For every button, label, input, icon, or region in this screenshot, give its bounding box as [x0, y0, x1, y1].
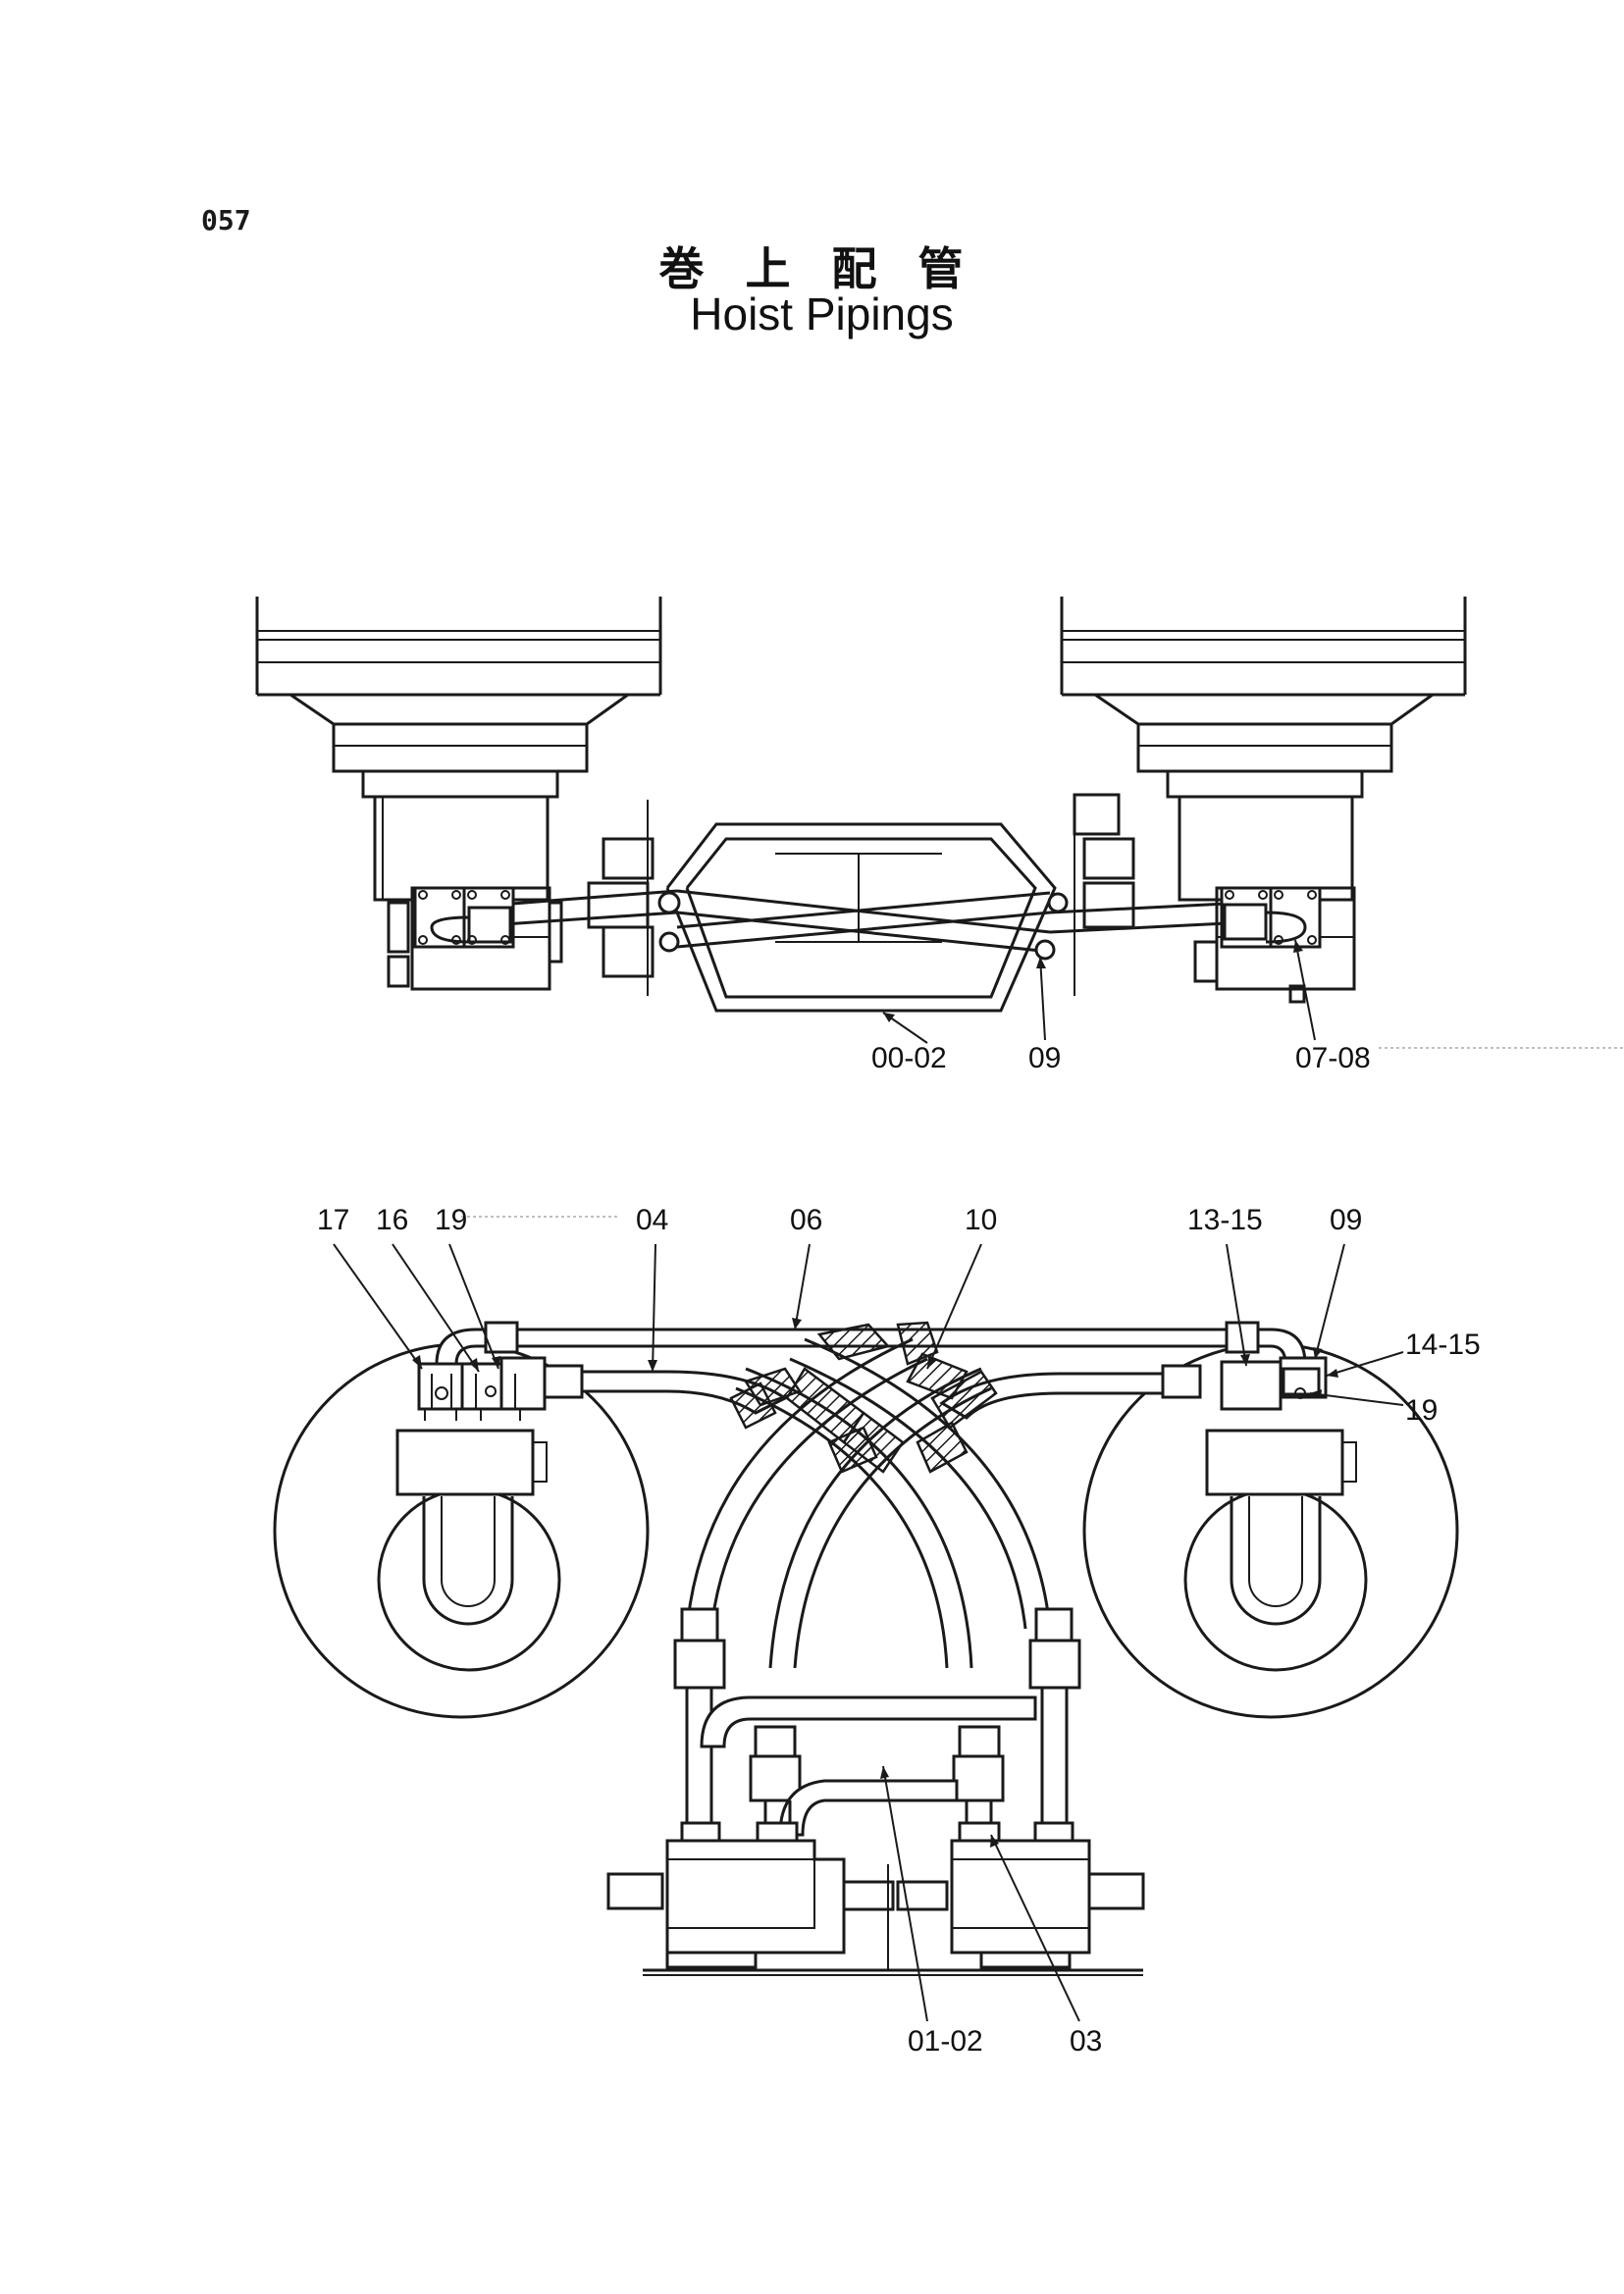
label-17: 17 [317, 1204, 349, 1236]
label-19-left: 19 [435, 1204, 467, 1236]
label-19-right: 19 [1405, 1394, 1438, 1427]
left-fitting-block [417, 1356, 547, 1421]
label-09-top: 09 [1028, 1042, 1061, 1074]
right-ports-top [1220, 886, 1322, 949]
pipe-loop-00-02 [665, 822, 1057, 1013]
label-06: 06 [790, 1204, 822, 1236]
right-drum-top [1060, 597, 1467, 1004]
label-04: 04 [636, 1204, 668, 1236]
label-10: 10 [965, 1204, 997, 1236]
label-07-08: 07-08 [1295, 1042, 1371, 1074]
leaders-top [882, 939, 1316, 1044]
label-13-15: 13-15 [1187, 1204, 1263, 1236]
label-14-15: 14-15 [1405, 1329, 1481, 1361]
label-09-bottom: 09 [1330, 1204, 1362, 1236]
left-drum-top [255, 597, 662, 991]
label-16: 16 [376, 1204, 408, 1236]
bottom-view: 17 16 19 04 06 10 13-15 09 14-15 19 01-0… [273, 1204, 1481, 2058]
crossing-hoses [685, 1321, 1052, 1669]
center-block-top [587, 793, 1135, 996]
top-view: 00-02 09 07-08 [255, 597, 1624, 1074]
page-number: 057 [201, 204, 251, 236]
label-01-02: 01-02 [908, 2025, 983, 2058]
title-english: Hoist Pipings [690, 288, 954, 339]
left-drum-side [273, 1342, 650, 1719]
cross-pipes-top [460, 889, 1247, 961]
leaders-bottom [333, 1216, 1404, 2022]
label-00-02: 00-02 [871, 1042, 947, 1074]
title-japanese: 巻上配管 [658, 242, 1005, 295]
lower-manifold [673, 1607, 1081, 1843]
right-fitting-block [1220, 1356, 1328, 1411]
pumps [606, 1839, 1145, 1976]
label-03: 03 [1070, 2025, 1102, 2058]
left-ports-top [413, 886, 515, 949]
